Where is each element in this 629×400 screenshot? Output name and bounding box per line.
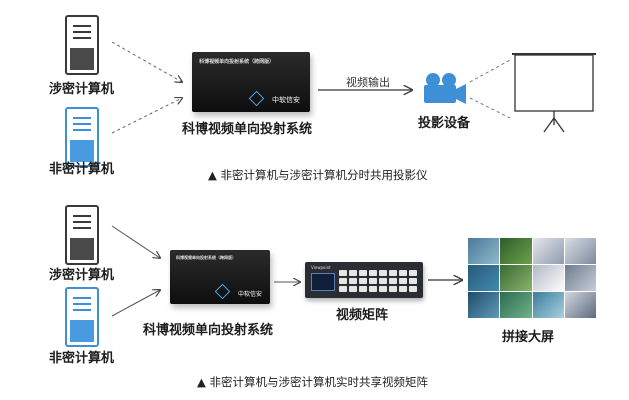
device-brand-text: 中软信安 [272,96,300,104]
nonsecret-computer-label-bottom: 非密计算机 [49,351,115,366]
secret-computer-label-top: 涉密计算机 [49,82,115,97]
matrix-screen [311,273,335,291]
brand-logo-icon [248,90,265,107]
arrow-nonsecret-to-device-top [111,98,182,134]
one-way-projection-device-top: 科博视频单向投射系统（跨网版） 中软信安 [192,52,310,112]
video-wall-label: 拼接大屏 [502,330,555,345]
secret-computer-icon [65,205,99,265]
nonsecret-computer-label-top: 非密计算机 [49,162,115,177]
nonsecret-computer-icon [65,107,99,167]
secret-computer-icon [65,15,99,75]
arrow-secret-to-device-top [111,41,182,82]
video-matrix-label: 视频矩阵 [336,308,389,323]
device-brand-text: 中软信安 [237,291,262,298]
projector-label: 投影设备 [418,116,471,131]
projection-beam-lower [469,97,511,119]
brand-logo-icon [214,283,231,300]
caption-bottom: ▲ 非密计算机与涉密计算机实时共享视频矩阵 [197,375,428,389]
device-label-top: 科博视频单向投射系统 [182,122,313,137]
video-matrix-device: Viewpoint [305,262,423,298]
device-label-bottom: 科博视频单向投射系统 [143,323,274,338]
caption-top: ▲ 非密计算机与涉密计算机分时共用投影仪 [208,168,428,182]
device-plate-text: 科博视频单向投射系统（跨网版） [199,59,275,65]
video-wall-image [468,238,596,318]
arrow-nonsecret-to-device-bottom [111,290,160,317]
projection-screen-icon [512,53,596,133]
arrow-secret-to-device-bottom [111,225,160,258]
nonsecret-computer-icon [65,287,99,347]
one-way-projection-device-bottom: 科博视频单向投射系统（跨网版） 中软信安 [170,250,270,304]
projector-icon [424,73,466,104]
matrix-brand-tag: Viewpoint [311,265,331,270]
video-output-label: 视频输出 [346,76,390,89]
projection-beam-upper [469,59,511,83]
matrix-button-grid [339,270,417,292]
secret-computer-label-bottom: 涉密计算机 [49,268,115,283]
device-plate-text: 科博视频单向投射系统（跨网版） [176,255,236,261]
